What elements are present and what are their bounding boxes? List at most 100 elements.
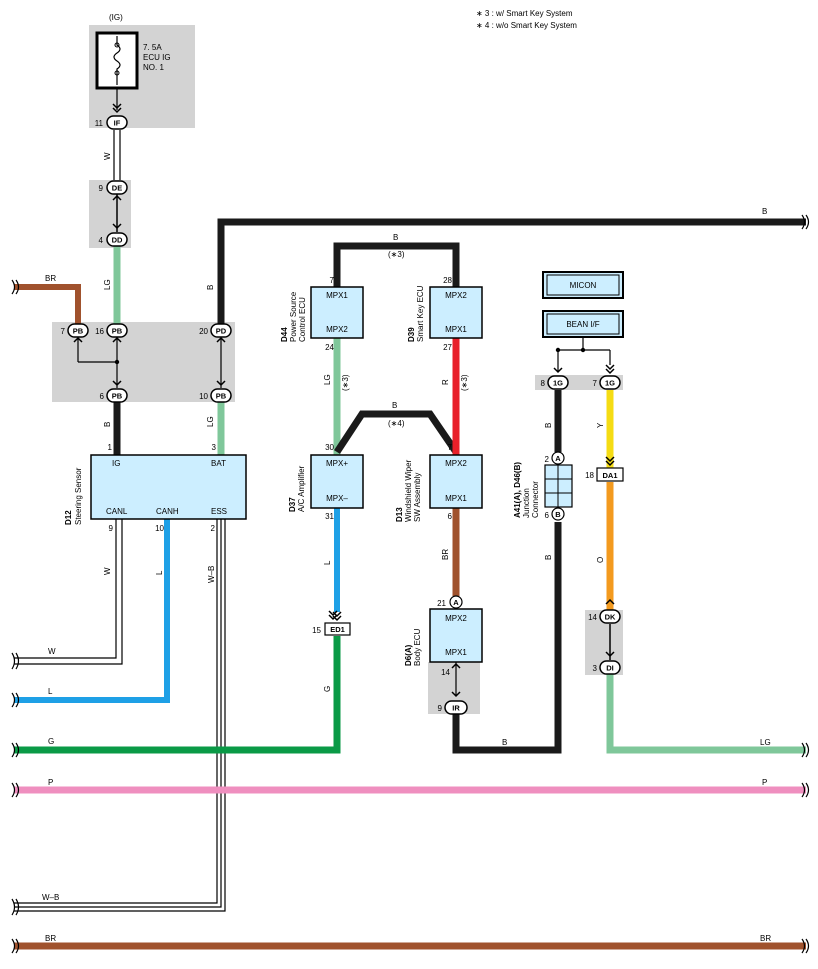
pin-2-junction: 2	[545, 455, 550, 464]
conn-pb-10: PB	[216, 392, 227, 401]
pin-15: 15	[312, 626, 321, 635]
conn-1g-8: 1G	[553, 379, 563, 388]
wire-label-p-right: P	[762, 778, 767, 787]
fuse-name-line1: ECU IG	[143, 53, 171, 62]
connector-chevron-icons	[73, 103, 615, 698]
ac-mpx-plus: MPX+	[326, 459, 348, 468]
pin-7-d13: 7	[448, 443, 453, 452]
mark-s3-r: (∗3)	[460, 374, 469, 391]
conn-pb-6: PB	[112, 392, 123, 401]
wire-label-b-body: B	[502, 738, 507, 747]
wire-label-b-top: B	[762, 207, 767, 216]
wire-label-l-ac: L	[323, 560, 332, 565]
pin-3: 3	[212, 443, 217, 452]
wire-label-b-2: B	[103, 422, 112, 427]
pin-9-canl: 9	[109, 524, 114, 533]
fuse-ig-label: (IG)	[109, 13, 123, 22]
conn-da1: DA1	[602, 471, 617, 480]
smartkey-name: Smart Key ECU	[416, 285, 425, 342]
pin-24: 24	[325, 343, 334, 352]
wire-label-l-canh: L	[155, 570, 164, 575]
pin-28: 28	[443, 276, 452, 285]
wire-label-g-left: G	[48, 737, 54, 746]
body-mpx1: MPX1	[445, 648, 467, 657]
wire-label-b-1g: B	[544, 423, 553, 428]
pin-27: 27	[443, 343, 452, 352]
wires	[14, 130, 806, 950]
bean-if-label: BEAN I/F	[566, 320, 599, 329]
mark-s3-loop: (∗3)	[388, 250, 405, 259]
smartkey-mpx1: MPX1	[445, 325, 467, 334]
pin-31: 31	[325, 512, 334, 521]
steering-sensor-box	[90, 454, 247, 520]
pin-7: 7	[61, 327, 66, 336]
junction-connector-grid-icon	[545, 465, 572, 507]
power-name-2: Control ECU	[298, 297, 307, 342]
conn-if: IF	[114, 119, 121, 128]
pin-7-d44: 7	[330, 276, 335, 285]
pin-18: 18	[585, 471, 594, 480]
conn-1g-7: 1G	[605, 379, 615, 388]
wire-label-br-wiper: BR	[441, 549, 450, 560]
wire-label-p-left: P	[48, 778, 53, 787]
ac-mpx-minus: MPX–	[326, 494, 348, 503]
pin-21: 21	[437, 599, 446, 608]
ac-name: A/C Amplifier	[297, 465, 306, 512]
micon-box	[542, 271, 624, 299]
conn-ir: IR	[452, 704, 460, 713]
connector-pills	[67, 115, 624, 715]
wire-label-g: G	[323, 686, 332, 692]
steering-canh-pin: CANH	[156, 507, 179, 516]
conn-dd: DD	[112, 236, 123, 245]
pin-16: 16	[95, 327, 104, 336]
pin-9-body: 9	[438, 704, 443, 713]
wire-label-b-junction: B	[544, 555, 553, 560]
pin-8: 8	[541, 379, 546, 388]
wiper-name-1: Windshield Wiper	[404, 459, 413, 522]
junction-code: A41(A), D46(B)	[513, 462, 522, 518]
pin-4: 4	[99, 236, 104, 245]
pin-1: 1	[108, 443, 113, 452]
conn-ed1: ED1	[330, 625, 345, 634]
power-source-ecu-box	[310, 286, 364, 339]
wire-label-r: R	[441, 379, 450, 385]
fuse-icon	[113, 36, 121, 85]
wire-label-lg-right: LG	[760, 738, 771, 747]
wire-label-wb-left: W–B	[42, 893, 59, 902]
fuse-terminal-icon	[114, 42, 120, 48]
smartkey-code: D39	[407, 327, 416, 342]
steering-name: Steering Sensor	[74, 467, 83, 525]
conn-a-junction: A	[555, 454, 561, 463]
pin-9: 9	[99, 184, 104, 193]
steering-ig-pin: IG	[112, 459, 120, 468]
steering-ess-pin: ESS	[211, 507, 227, 516]
power-mpx2: MPX2	[326, 325, 348, 334]
wire-label-w: W	[103, 152, 112, 160]
conn-a-body: A	[453, 598, 459, 607]
wire-label-w-left: W	[48, 647, 56, 656]
wire-label-b-loop: B	[393, 233, 398, 242]
power-code: D44	[280, 327, 289, 342]
wire-label-o: O	[596, 557, 605, 563]
wiper-mpx2: MPX2	[445, 459, 467, 468]
steering-code: D12	[64, 510, 73, 525]
wire-label-l-left: L	[48, 687, 53, 696]
conn-de: DE	[112, 184, 122, 193]
mark-s3-lg: (∗3)	[341, 374, 350, 391]
pin-20: 20	[199, 327, 208, 336]
wire-label-br-left: BR	[45, 934, 56, 943]
steering-bat-pin: BAT	[211, 459, 226, 468]
junction-name-2: Connector	[531, 481, 540, 518]
fuse-name-line2: NO. 1	[143, 63, 164, 72]
note-3: ∗ 3 : w/ Smart Key System	[476, 9, 573, 18]
wire-label-br: BR	[45, 274, 56, 283]
power-mpx1: MPX1	[326, 291, 348, 300]
micon-label: MICON	[570, 281, 597, 290]
pin-2-ess: 2	[211, 524, 216, 533]
body-ecu-box	[429, 608, 483, 663]
pin-7-1g: 7	[593, 379, 598, 388]
wire-label-br-right: BR	[760, 934, 771, 943]
pin-6-d13: 6	[448, 512, 453, 521]
note-4: ∗ 4 : w/o Smart Key System	[476, 21, 577, 30]
